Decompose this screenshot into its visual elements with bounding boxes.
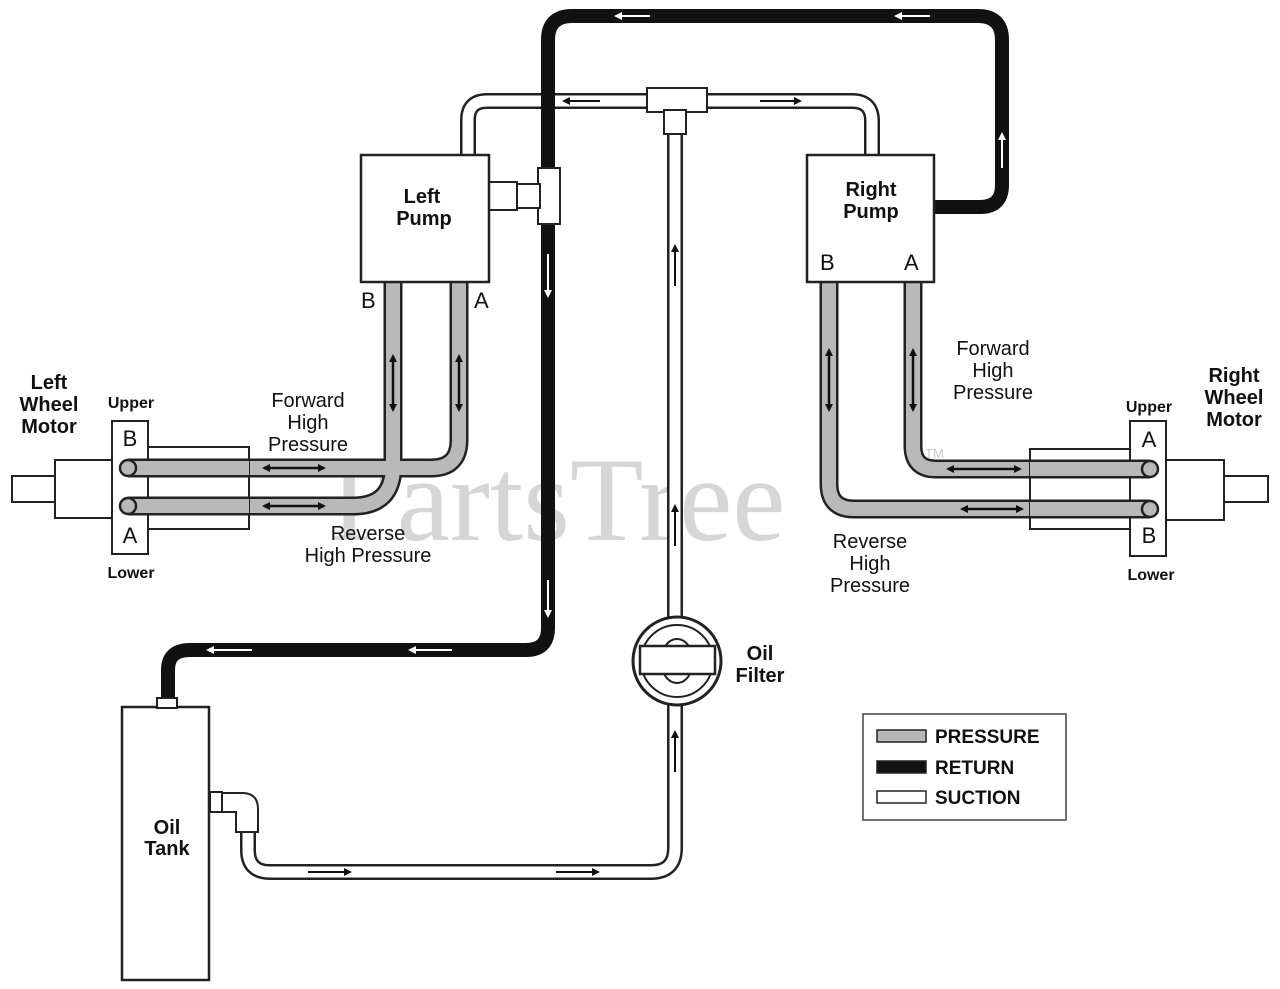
pressure-lines xyxy=(128,282,1150,519)
left-motor-lower: Lower xyxy=(107,565,154,582)
oil-filter xyxy=(631,615,723,707)
oil-tank-label-2: Tank xyxy=(144,838,190,860)
suction-lines xyxy=(240,93,880,880)
left-pump-port-b: B xyxy=(361,288,376,313)
right-motor-port-a: A xyxy=(1142,427,1157,452)
right-forward-label-3: Pressure xyxy=(953,382,1033,404)
legend-label-suction: SUCTION xyxy=(935,788,1021,809)
oil-tank xyxy=(120,697,211,982)
legend-swatch-return xyxy=(876,760,927,774)
right-pump-label-1: Right xyxy=(845,179,896,201)
tank-outlet-elbow xyxy=(209,791,259,833)
right-pump xyxy=(805,153,936,284)
left-motor-label-1: Left xyxy=(31,372,68,394)
suction-arrows xyxy=(308,97,802,876)
right-reverse-label-1: Reverse xyxy=(833,531,907,553)
left-pump-label-1: Left xyxy=(404,186,441,208)
left-motor-label-3: Motor xyxy=(21,416,77,438)
legend-label-return: RETURN xyxy=(935,758,1014,779)
legend: PRESSURE RETURN SUCTION xyxy=(862,713,1067,821)
right-reverse-label-2: High xyxy=(849,553,890,575)
oil-filter-label-1: Oil xyxy=(747,643,774,665)
left-forward-label-2: High xyxy=(287,412,328,434)
right-motor-upper: Upper xyxy=(1126,399,1172,416)
left-motor-port-b: B xyxy=(123,426,138,451)
right-motor-port-b: B xyxy=(1142,523,1157,548)
right-pump-label-2: Pump xyxy=(843,201,899,223)
return-arrows xyxy=(206,12,1006,654)
left-forward-label-1: Forward xyxy=(271,390,344,412)
right-reverse-label-3: Pressure xyxy=(830,575,910,597)
right-pump-port-a: A xyxy=(904,250,919,275)
suction-tee xyxy=(646,87,708,135)
right-pump-port-b: B xyxy=(820,250,835,275)
right-motor-label-1: Right xyxy=(1208,365,1259,387)
return-lines xyxy=(161,9,1009,700)
legend-swatch-suction xyxy=(876,790,927,804)
return-tee xyxy=(488,167,561,225)
right-forward-label-2: High xyxy=(972,360,1013,382)
left-reverse-label-1: Reverse xyxy=(331,523,405,545)
left-forward-label-3: Pressure xyxy=(268,434,348,456)
oil-tank-label-1: Oil xyxy=(154,817,181,839)
watermark: PartsTree xyxy=(330,433,786,566)
legend-swatch-pressure xyxy=(876,729,927,743)
right-motor-label-3: Motor xyxy=(1206,409,1262,431)
pressure-arrows xyxy=(262,348,1024,513)
watermark-tm: TM xyxy=(925,446,944,461)
left-motor-upper: Upper xyxy=(108,395,154,412)
left-motor-label-2: Wheel xyxy=(20,394,79,416)
left-reverse-label-2: High Pressure xyxy=(305,545,432,567)
right-motor-lower: Lower xyxy=(1127,567,1174,584)
left-motor-port-a: A xyxy=(123,523,138,548)
right-motor-label-2: Wheel xyxy=(1205,387,1264,409)
legend-label-pressure: PRESSURE xyxy=(935,727,1040,748)
left-pump-label-2: Pump xyxy=(396,208,452,230)
right-forward-label-1: Forward xyxy=(956,338,1029,360)
left-pump xyxy=(359,153,491,284)
left-pump-port-a: A xyxy=(474,288,489,313)
oil-filter-label-2: Filter xyxy=(736,665,785,687)
